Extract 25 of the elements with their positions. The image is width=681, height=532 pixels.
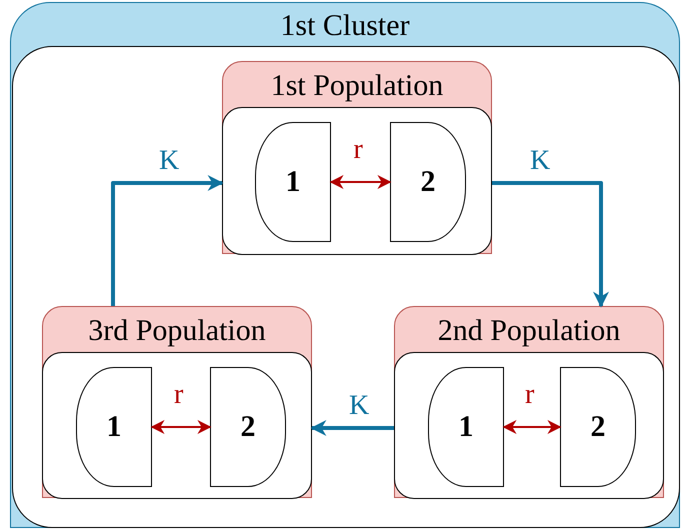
right-half-shape <box>390 122 466 242</box>
number-label: 2 <box>240 412 256 442</box>
left-half-shape <box>428 367 504 487</box>
cluster-title: 1st Cluster <box>280 11 410 41</box>
arrow <box>502 420 562 434</box>
right-half-shape <box>560 367 636 487</box>
number-label: 2 <box>420 167 436 197</box>
population-container <box>394 306 664 498</box>
population-container <box>222 61 492 254</box>
number-label: 2 <box>590 412 606 442</box>
left-half-shape <box>255 122 331 242</box>
arrow <box>111 175 224 306</box>
arrow <box>330 175 392 189</box>
arrow <box>310 420 394 436</box>
population-title: 2nd Population <box>438 316 620 346</box>
population-title: 1st Population <box>270 71 444 101</box>
number-label: 1 <box>286 167 300 197</box>
arrow <box>150 420 212 434</box>
number-label: 1 <box>458 412 474 442</box>
number-label: 1 <box>106 412 122 442</box>
arrow <box>492 181 609 308</box>
left-half-shape <box>76 367 152 487</box>
population-container <box>42 306 312 498</box>
population-title: 3rd Population <box>88 316 266 346</box>
right-half-shape <box>210 367 286 487</box>
